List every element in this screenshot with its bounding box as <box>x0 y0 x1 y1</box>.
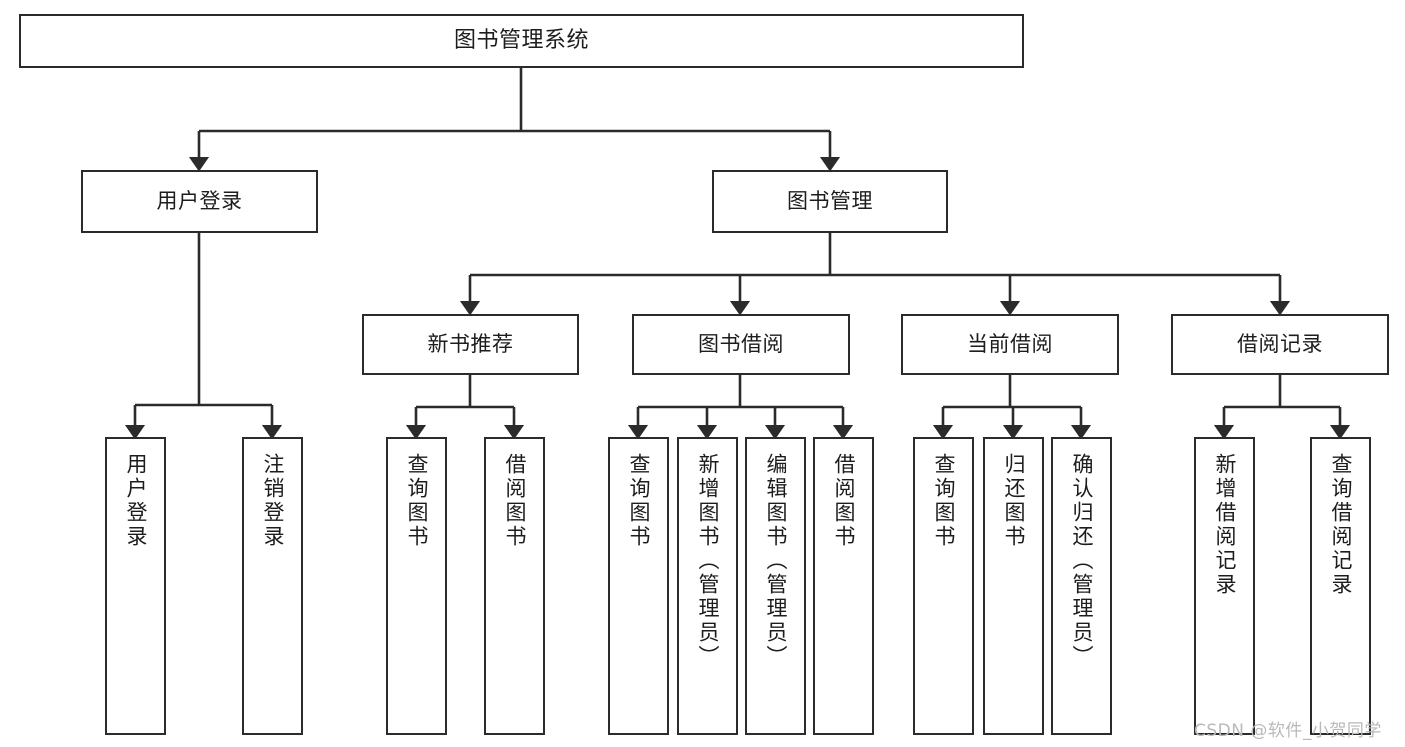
node-label: 当前借阅 <box>967 332 1053 357</box>
node-root-library-management-system[interactable]: 图书管理系统 <box>19 14 1024 68</box>
node-new-book-recommendation[interactable]: 新书推荐 <box>362 314 579 375</box>
node-label: 查询图书 <box>932 453 956 549</box>
node-user-login[interactable]: 用户登录 <box>81 170 318 233</box>
node-label: 编辑图书（管理员） <box>764 453 788 669</box>
node-label: 用户登录 <box>156 189 243 214</box>
node-book-borrowing[interactable]: 图书借阅 <box>632 314 850 375</box>
leaf-user-login[interactable]: 用户登录 <box>105 437 166 735</box>
node-label: 借阅图书 <box>832 453 856 549</box>
node-label: 图书管理系统 <box>453 28 589 54</box>
node-label: 查询图书 <box>405 453 429 549</box>
leaf-borrow-books-borrowing[interactable]: 借阅图书 <box>813 437 874 735</box>
leaf-query-books-recommendation[interactable]: 查询图书 <box>386 437 447 735</box>
node-book-management[interactable]: 图书管理 <box>712 170 948 233</box>
leaf-edit-book-admin[interactable]: 编辑图书（管理员） <box>745 437 806 735</box>
leaf-borrow-books-recommendation[interactable]: 借阅图书 <box>484 437 545 735</box>
node-label: 图书管理 <box>787 189 873 214</box>
node-label: 新增图书（管理员） <box>696 453 720 669</box>
leaf-return-books[interactable]: 归还图书 <box>983 437 1044 735</box>
csdn-watermark: CSDN @软件_小贺同学 <box>1194 721 1382 741</box>
leaf-query-borrowing-record[interactable]: 查询借阅记录 <box>1310 437 1371 735</box>
node-label: 借阅图书 <box>503 453 527 549</box>
leaf-add-borrowing-record[interactable]: 新增借阅记录 <box>1194 437 1255 735</box>
node-current-borrowing[interactable]: 当前借阅 <box>901 314 1119 375</box>
node-label: 确认归还（管理员） <box>1070 453 1094 669</box>
node-label: 归还图书 <box>1002 453 1026 549</box>
leaf-logout[interactable]: 注销登录 <box>242 437 303 735</box>
leaf-query-books-borrowing[interactable]: 查询图书 <box>608 437 669 735</box>
node-borrowing-record[interactable]: 借阅记录 <box>1171 314 1389 375</box>
leaf-confirm-return-admin[interactable]: 确认归还（管理员） <box>1051 437 1112 735</box>
node-label: 查询借阅记录 <box>1329 453 1353 597</box>
node-label: 新增借阅记录 <box>1213 453 1237 597</box>
node-label: 注销登录 <box>261 453 285 549</box>
leaf-query-books-current[interactable]: 查询图书 <box>913 437 974 735</box>
node-label: 用户登录 <box>124 453 148 549</box>
leaf-add-book-admin[interactable]: 新增图书（管理员） <box>677 437 738 735</box>
node-label: 图书借阅 <box>698 332 784 357</box>
node-label: 查询图书 <box>627 453 651 549</box>
node-label: 借阅记录 <box>1237 332 1323 357</box>
node-label: 新书推荐 <box>427 332 514 357</box>
